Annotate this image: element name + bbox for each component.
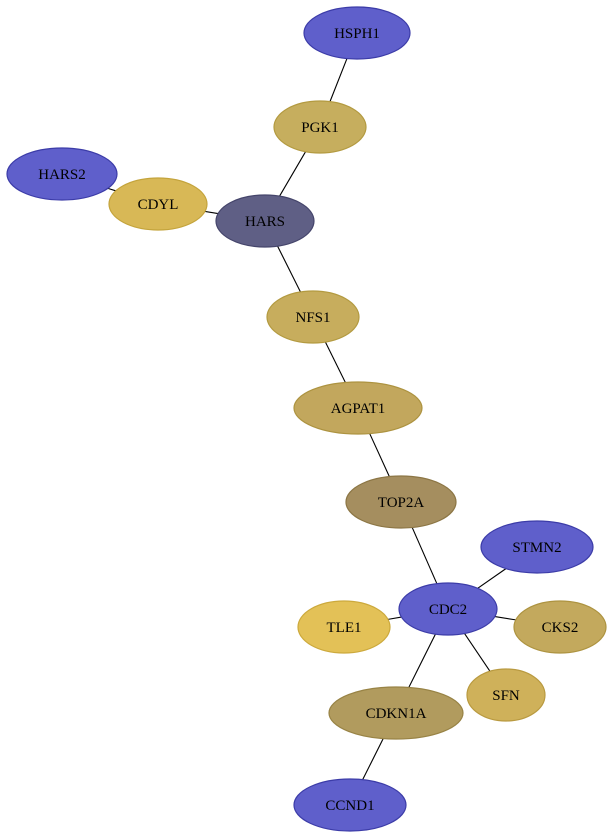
node-label: STMN2 bbox=[512, 540, 561, 556]
node-hars[interactable]: HARS bbox=[215, 194, 315, 248]
node-label: TLE1 bbox=[327, 620, 362, 636]
node-shape bbox=[303, 6, 411, 60]
node-sfn[interactable]: SFN bbox=[466, 668, 546, 722]
edge-cdkn1a-ccnd1 bbox=[362, 738, 384, 780]
node-shape bbox=[108, 177, 208, 231]
node-nfs1[interactable]: NFS1 bbox=[266, 290, 360, 344]
node-label: CDC2 bbox=[429, 602, 467, 618]
edge-pgk1-hars bbox=[279, 151, 307, 197]
node-stmn2[interactable]: STMN2 bbox=[480, 520, 594, 574]
edge-cdc2-cdkn1a bbox=[408, 633, 436, 688]
edge-layer bbox=[107, 58, 516, 780]
node-label: CDYL bbox=[138, 197, 179, 213]
node-label: CCND1 bbox=[325, 798, 374, 814]
node-shape bbox=[266, 290, 360, 344]
node-hars2[interactable]: HARS2 bbox=[6, 147, 118, 201]
edge-nfs1-agpat1 bbox=[324, 341, 346, 383]
node-cdyl[interactable]: CDYL bbox=[108, 177, 208, 231]
node-shape bbox=[6, 147, 118, 201]
node-shape bbox=[293, 381, 423, 435]
node-tle1[interactable]: TLE1 bbox=[297, 600, 391, 654]
edge-hars-nfs1 bbox=[277, 245, 301, 293]
node-shape bbox=[297, 600, 391, 654]
node-agpat1[interactable]: AGPAT1 bbox=[293, 381, 423, 435]
node-label: HARS2 bbox=[38, 167, 86, 183]
edge-agpat1-top2a bbox=[369, 433, 390, 477]
node-hsph1[interactable]: HSPH1 bbox=[303, 6, 411, 60]
node-shape bbox=[328, 686, 464, 740]
node-label: HSPH1 bbox=[334, 26, 380, 42]
node-cdkn1a[interactable]: CDKN1A bbox=[328, 686, 464, 740]
edge-top2a-cdc2 bbox=[411, 527, 438, 584]
node-ccnd1[interactable]: CCND1 bbox=[293, 778, 407, 832]
node-shape bbox=[398, 582, 498, 636]
node-label: PGK1 bbox=[301, 120, 339, 136]
edge-stmn2-cdc2 bbox=[477, 568, 507, 589]
node-shape bbox=[466, 668, 546, 722]
edge-cdyl-hars bbox=[204, 210, 219, 215]
node-cdc2[interactable]: CDC2 bbox=[398, 582, 498, 636]
node-shape bbox=[215, 194, 315, 248]
node-label: AGPAT1 bbox=[331, 401, 385, 417]
edge-cdc2-sfn bbox=[464, 633, 491, 672]
node-shape bbox=[513, 600, 607, 654]
node-cks2[interactable]: CKS2 bbox=[513, 600, 607, 654]
node-shape bbox=[273, 100, 367, 154]
node-shape bbox=[480, 520, 594, 574]
node-label: TOP2A bbox=[378, 495, 425, 511]
node-top2a[interactable]: TOP2A bbox=[345, 475, 457, 529]
node-label: HARS bbox=[245, 214, 285, 230]
node-shape bbox=[345, 475, 457, 529]
edge-hsph1-pgk1 bbox=[329, 58, 348, 102]
node-pgk1[interactable]: PGK1 bbox=[273, 100, 367, 154]
node-label: CDKN1A bbox=[366, 706, 427, 722]
node-label: CKS2 bbox=[542, 620, 579, 636]
edge-tle1-cdc2 bbox=[387, 616, 402, 620]
edge-cdc2-cks2 bbox=[494, 615, 516, 621]
node-label: NFS1 bbox=[295, 310, 330, 326]
edge-hars2-cdyl bbox=[107, 187, 116, 192]
node-shape bbox=[293, 778, 407, 832]
node-label: SFN bbox=[492, 688, 520, 704]
